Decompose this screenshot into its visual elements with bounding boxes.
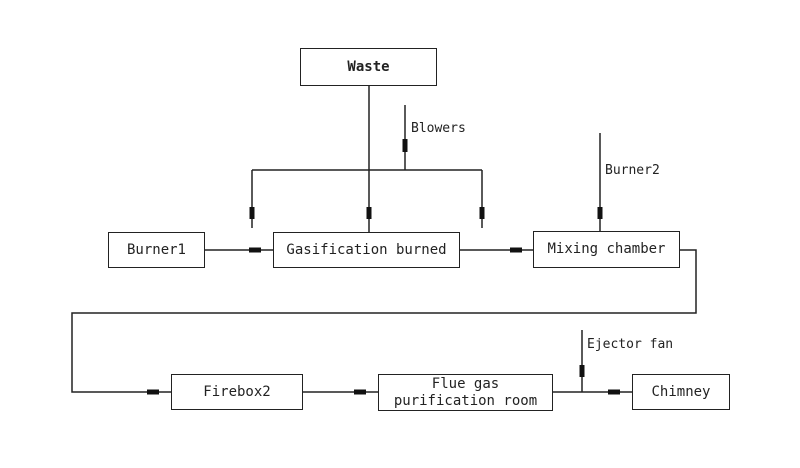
edge-mixing-firebox2 (71, 249, 697, 393)
node-waste: Waste (300, 48, 437, 86)
node-gasification-label: Gasification burned (286, 241, 447, 258)
node-flue-gas-purification-label: Flue gas purification room (393, 375, 538, 409)
label-ejector-fan: Ejector fan (587, 337, 674, 352)
arrow-blower-left (249, 207, 255, 219)
arrow-blowers (402, 139, 408, 152)
node-gasification: Gasification burned (273, 232, 460, 268)
arrow-firebox2-fluegas (354, 389, 366, 395)
arrow-ejector-fan (579, 365, 585, 377)
node-waste-label: Waste (347, 58, 390, 75)
arrow-waste-gasification (366, 207, 372, 219)
node-chimney: Chimney (632, 374, 730, 410)
arrow-blower-right (479, 207, 485, 219)
node-flue-gas-purification: Flue gas purification room (378, 374, 553, 411)
node-burner1: Burner1 (108, 232, 205, 268)
arrow-fluegas-chimney (608, 389, 620, 395)
node-firebox2-label: Firebox2 (203, 383, 271, 400)
node-chimney-label: Chimney (651, 383, 711, 400)
node-firebox2: Firebox2 (171, 374, 303, 410)
label-blowers: Blowers (411, 121, 466, 136)
arrow-mixing-firebox2 (147, 389, 159, 395)
node-burner1-label: Burner1 (126, 241, 186, 258)
node-mixing-chamber: Mixing chamber (533, 231, 680, 268)
label-burner2: Burner2 (605, 163, 660, 178)
arrow-burner2-mixing (597, 207, 603, 219)
arrow-gasification-mixing (510, 247, 522, 253)
arrow-burner1-gasification (249, 247, 261, 253)
node-mixing-chamber-label: Mixing chamber (547, 241, 666, 257)
